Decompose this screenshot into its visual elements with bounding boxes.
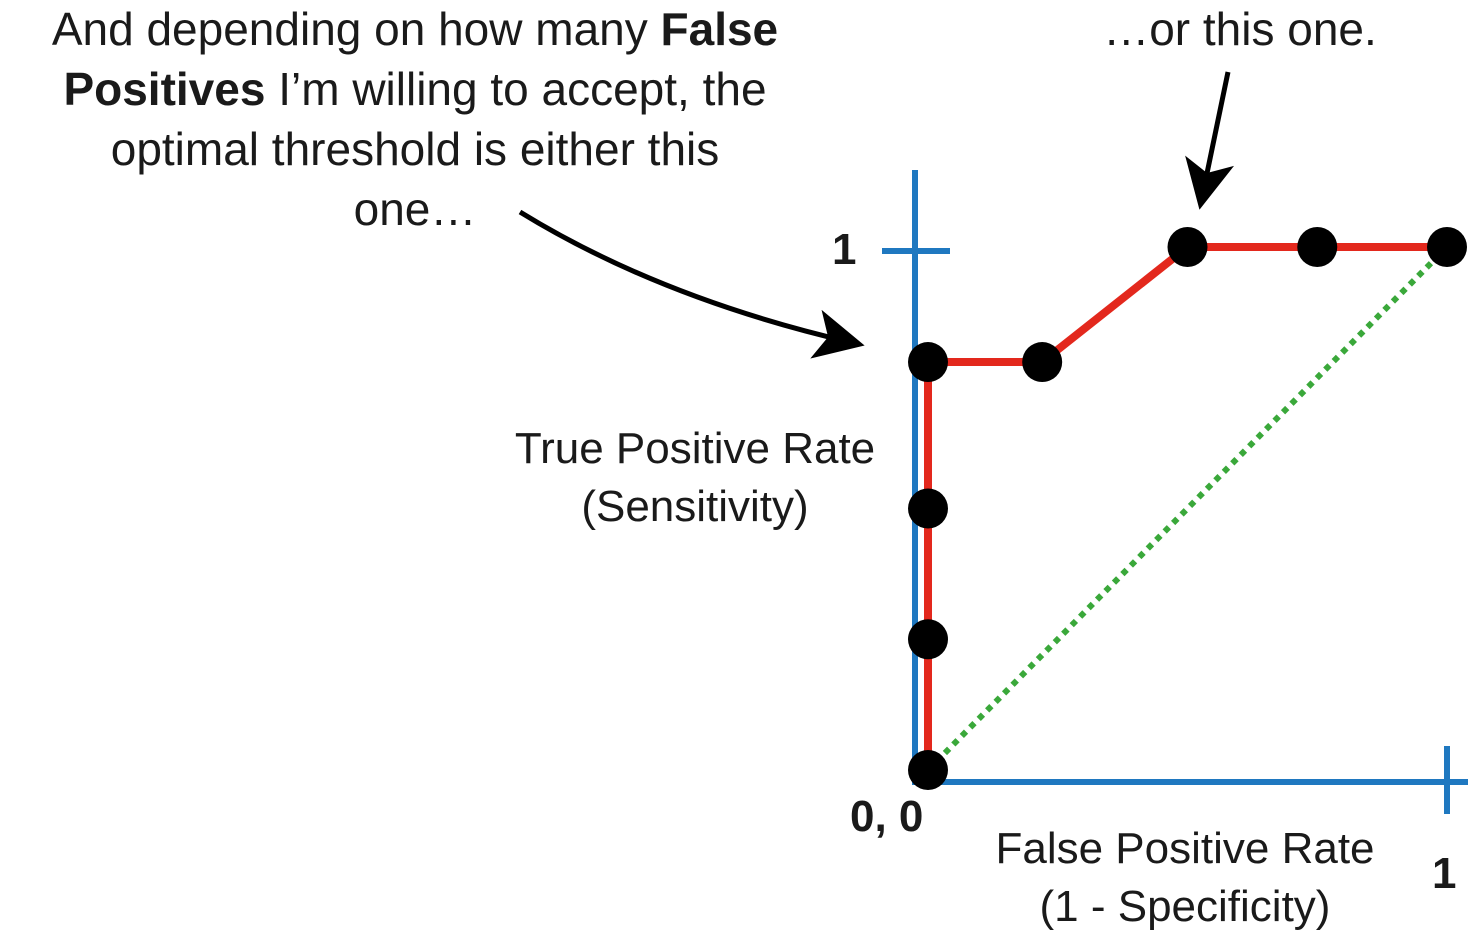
- roc-point: [908, 619, 948, 660]
- reference-diagonal-line: [925, 244, 1450, 773]
- y-axis-label-line2: (Sensitivity): [581, 482, 809, 531]
- roc-point: [908, 750, 948, 790]
- annotation-left: And depending on how many False Positive…: [0, 0, 830, 239]
- annotation-text: I’m willing to accept, the: [265, 63, 767, 115]
- annotation-text: And depending on how many: [51, 3, 661, 55]
- roc-points-group: [908, 227, 1467, 790]
- annotation-bold-text: False: [660, 3, 779, 55]
- x-axis-label-line1: False Positive Rate: [995, 824, 1375, 873]
- x-tick-label-max: 1: [1432, 849, 1457, 898]
- arrows-group: [518, 71, 1235, 359]
- x-axis-label-line2: (1 - Specificity): [1039, 882, 1331, 931]
- roc-point: [1167, 227, 1208, 267]
- annotation-right: …or this one.: [1103, 3, 1377, 55]
- annotation-left-line4: one…: [353, 183, 477, 235]
- roc-point: [1427, 227, 1467, 267]
- arrow-to-second-optimal-point: [1185, 71, 1235, 210]
- y-axis-label: True Positive Rate (Sensitivity): [480, 420, 910, 536]
- annotation-left-line2: Positives I’m willing to accept, the: [0, 59, 830, 119]
- axes: [882, 170, 1468, 814]
- roc-point: [908, 342, 948, 383]
- roc-point: [1022, 342, 1063, 383]
- x-axis-label: False Positive Rate (1 - Specificity): [960, 820, 1410, 936]
- annotation-left-line3: optimal threshold is either this: [110, 123, 720, 175]
- annotation-left-line1: And depending on how many False: [0, 0, 830, 59]
- roc-curve-group: [924, 243, 1447, 770]
- y-axis-label-line1: True Positive Rate: [514, 424, 876, 473]
- reference-line-group: [925, 244, 1450, 773]
- y-tick-label-max: 1: [832, 225, 857, 274]
- annotation-bold-text: Positives: [63, 63, 266, 115]
- roc-curve-line: [924, 243, 1447, 770]
- origin-tick-label: 0, 0: [850, 792, 924, 841]
- roc-point: [908, 488, 948, 529]
- roc-point: [1297, 227, 1338, 267]
- arrow-to-first-optimal-point: [518, 209, 865, 359]
